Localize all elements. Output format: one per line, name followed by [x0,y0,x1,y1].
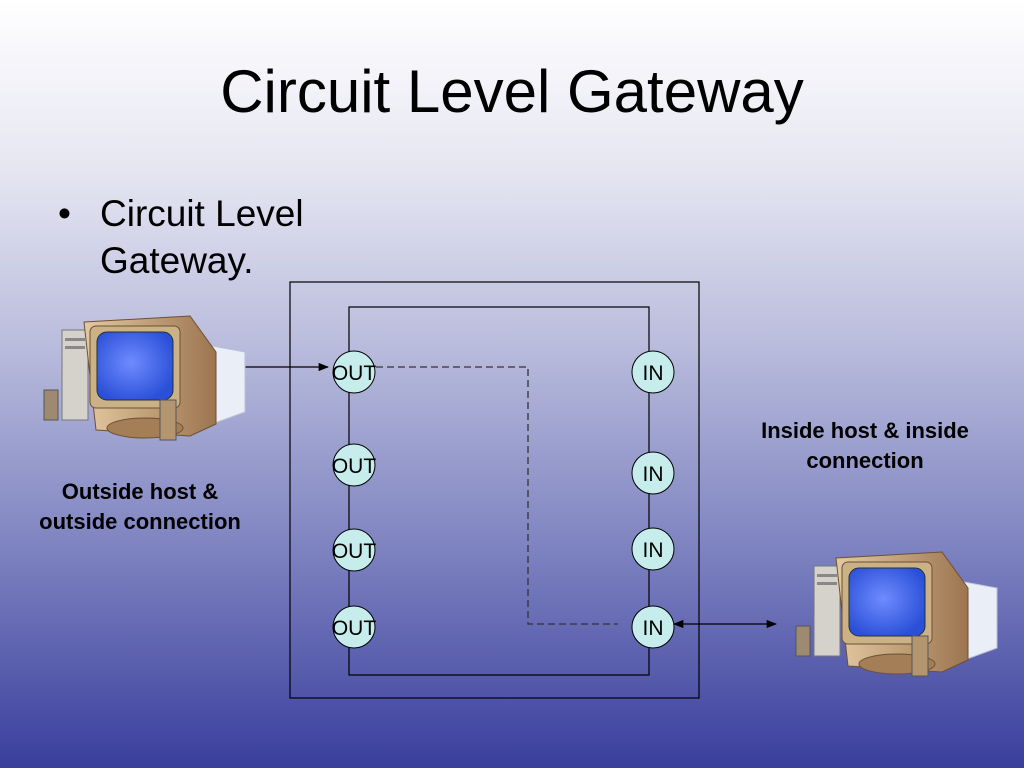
outside-computer-icon [43,315,246,441]
out-port-label: OUT [332,617,377,640]
slide-title: Circuit Level Gateway [220,58,804,125]
out-port-4: OUT [332,605,377,649]
in-port-label: IN [643,362,664,385]
in-port-4: IN [631,605,675,649]
in-port-label: IN [643,617,664,640]
out-port-3: OUT [332,528,377,572]
gateway-outer-box [289,281,700,699]
in-port-3: IN [631,527,675,571]
bullet-dot: • [58,193,71,234]
out-port-label: OUT [332,540,377,563]
out-port-label: OUT [332,362,377,385]
out-port-label: OUT [332,455,377,478]
gateway-inner-box [348,306,650,676]
in-port-2: IN [631,451,675,495]
circuit-path [376,366,618,625]
in-port-1: IN [631,350,675,394]
inside-computer-icon [795,551,998,677]
out-port-2: OUT [332,443,377,487]
bullet-text: Circuit Level Gateway. [100,193,304,281]
inside-host-caption: Inside host & inside connection [761,418,969,473]
in-port-label: IN [643,539,664,562]
in-port-label: IN [643,463,664,486]
out-port-1: OUT [332,350,377,394]
outside-host-caption: Outside host & outside connection [39,479,241,534]
